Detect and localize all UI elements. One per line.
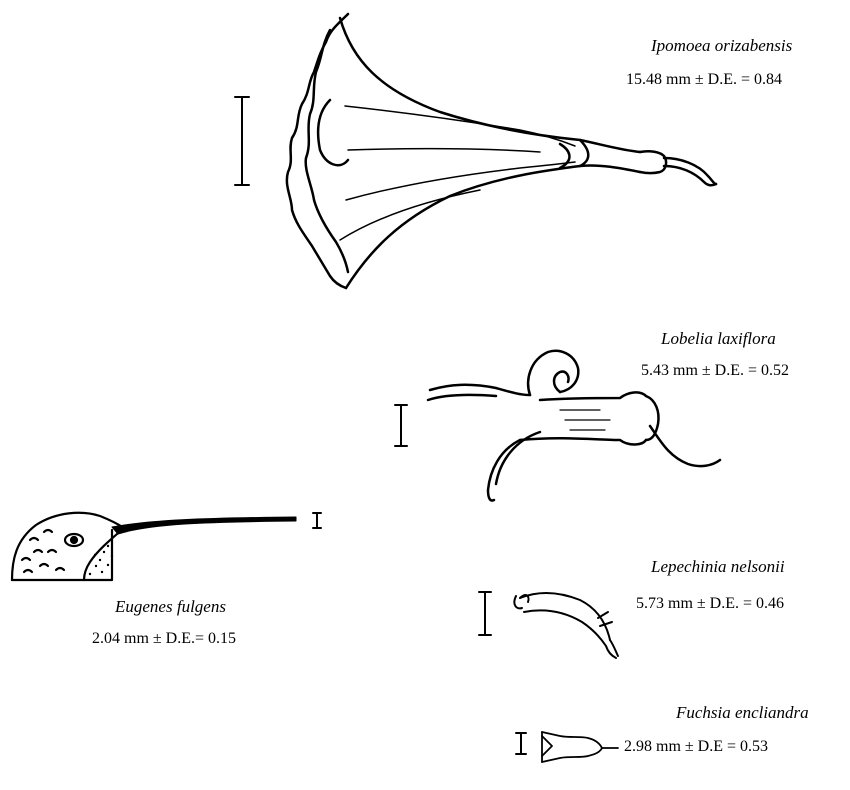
lepechinia-flower-drawing — [514, 593, 618, 658]
measurement-lepechinia: 5.73 mm ± D.E. = 0.46 — [636, 595, 784, 613]
fuchsia-flower-drawing — [542, 732, 618, 762]
measurement-ipomoea: 15.48 mm ± D.E. = 0.84 — [626, 71, 782, 89]
measurement-eugenes: 2.04 mm ± D.E.= 0.15 — [92, 630, 236, 648]
species-name-fuchsia: Fuchsia encliandra — [676, 703, 809, 723]
scale-bar-lobelia — [395, 405, 407, 446]
species-name-ipomoea: Ipomoea orizabensis — [651, 36, 792, 56]
measurement-lobelia: 5.43 mm ± D.E. = 0.52 — [641, 362, 789, 380]
scale-bar-eugenes — [313, 513, 321, 528]
scale-bar-fuchsia — [516, 733, 526, 754]
species-name-eugenes: Eugenes fulgens — [115, 597, 226, 617]
species-name-lepechinia: Lepechinia nelsonii — [651, 557, 785, 577]
lobelia-texture — [560, 410, 610, 430]
hummingbird-bill — [112, 517, 296, 534]
scale-bar-lepechinia — [479, 592, 491, 635]
scale-bar-ipomoea — [235, 97, 249, 185]
species-name-lobelia: Lobelia laxiflora — [661, 329, 776, 349]
measurement-fuchsia: 2.98 mm ± D.E = 0.53 — [624, 738, 768, 756]
